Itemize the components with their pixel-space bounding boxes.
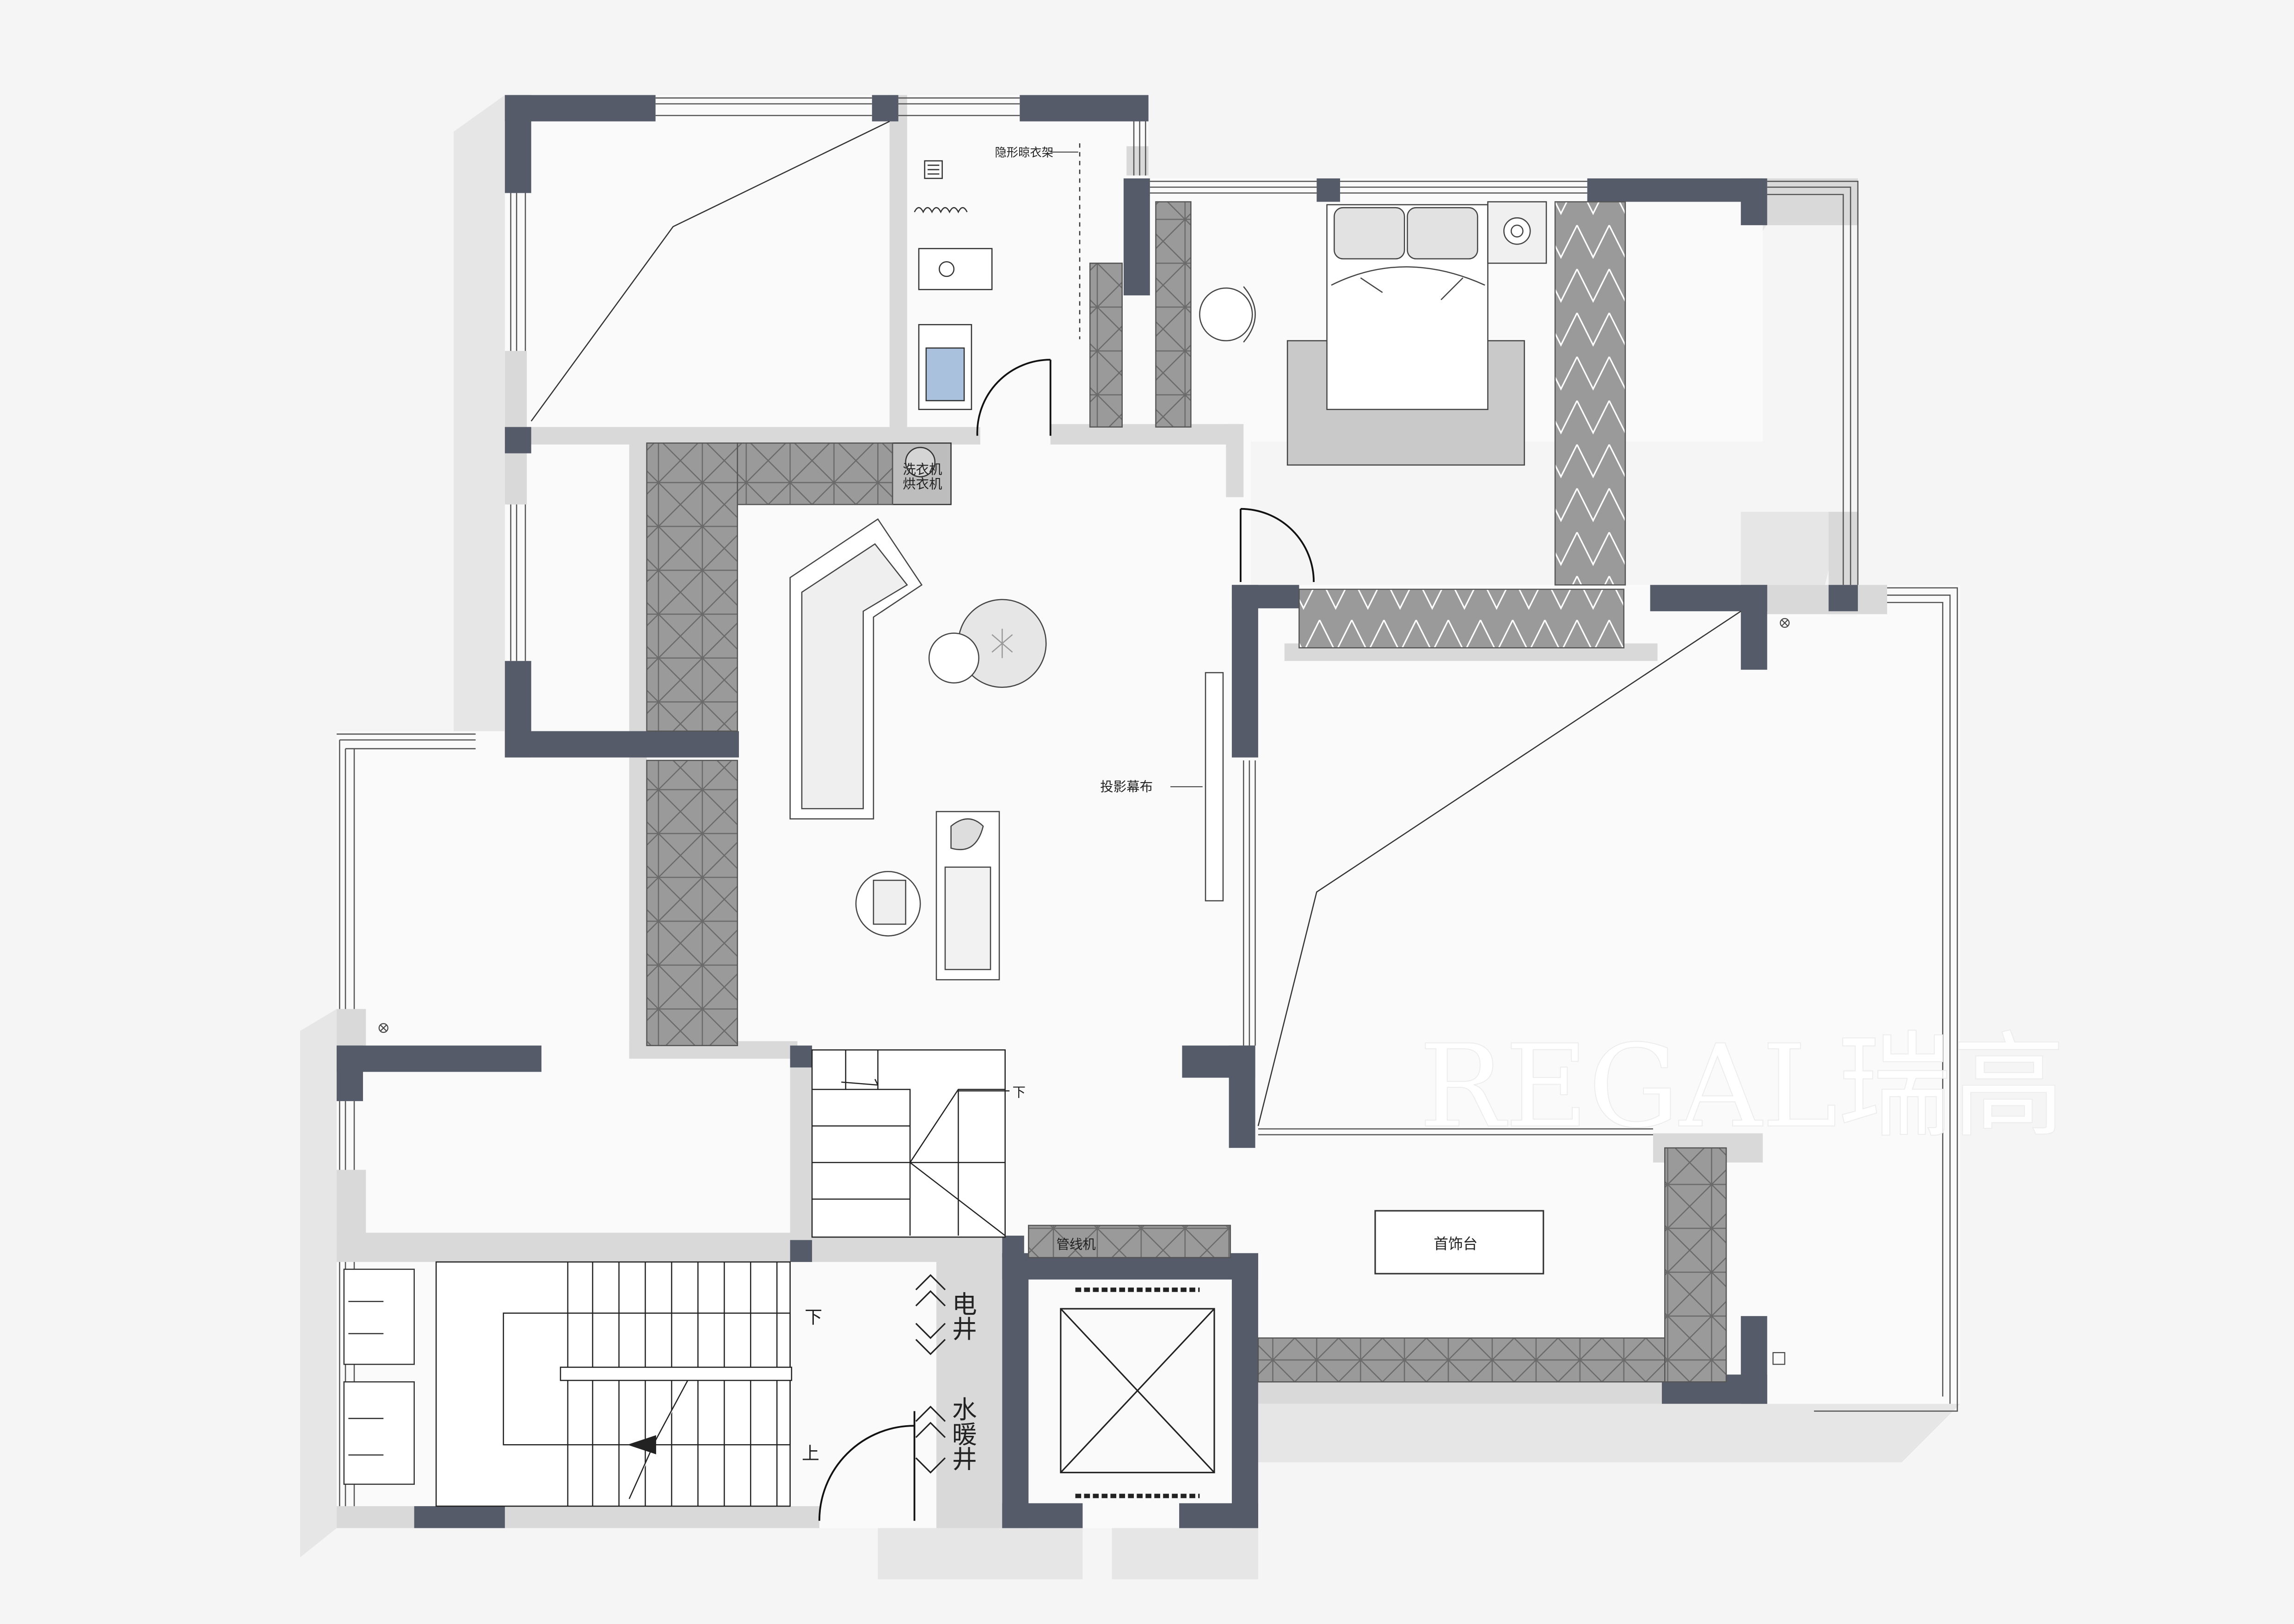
- electric-shaft-label: 电井: [948, 1291, 977, 1341]
- doors: [818, 359, 1315, 1521]
- floor-slabs: [337, 95, 1961, 1528]
- stair-down-upper-label: 下: [1012, 1085, 1025, 1100]
- room-diagonal-top-left: [530, 121, 890, 422]
- washer-dryer-unit: 洗衣机 烘衣机: [892, 442, 952, 505]
- laundry-fixtures: [914, 160, 993, 410]
- room-diagonal-right: [1257, 611, 1741, 1126]
- light-markers: [378, 618, 1790, 1365]
- living-furniture: [789, 518, 1224, 981]
- corridor-fixtures: [343, 1269, 415, 1485]
- projection-screen-label: 投影幕布: [1100, 779, 1153, 794]
- upper-staircase: [811, 1049, 1010, 1238]
- windows: [337, 97, 1958, 1507]
- jewelry-counter-label: 首饰台: [1433, 1236, 1477, 1252]
- stair-down-lower-label: 下: [805, 1307, 822, 1328]
- lower-staircase: [435, 1261, 793, 1507]
- bedroom-furniture: [1199, 201, 1547, 466]
- shaft-symbols: [915, 1274, 946, 1474]
- dryer-label: 烘衣机: [903, 477, 942, 492]
- elevator: [1060, 1287, 1215, 1498]
- watermark: REGAL瑞高: [1419, 1021, 2066, 1153]
- water-heating-shaft-label: 水暖井: [948, 1397, 977, 1471]
- jewelry-counter: [1374, 1210, 1544, 1275]
- drying-rack: 隐形晾衣架: [995, 143, 1081, 339]
- stair-up-lower-label: 上: [802, 1443, 819, 1464]
- cabinets: [646, 201, 1727, 1383]
- pipe-machine-label: 管线机: [1056, 1237, 1095, 1252]
- washer-label: 洗衣机: [903, 462, 942, 477]
- drying-rack-label: 隐形晾衣架: [995, 146, 1054, 159]
